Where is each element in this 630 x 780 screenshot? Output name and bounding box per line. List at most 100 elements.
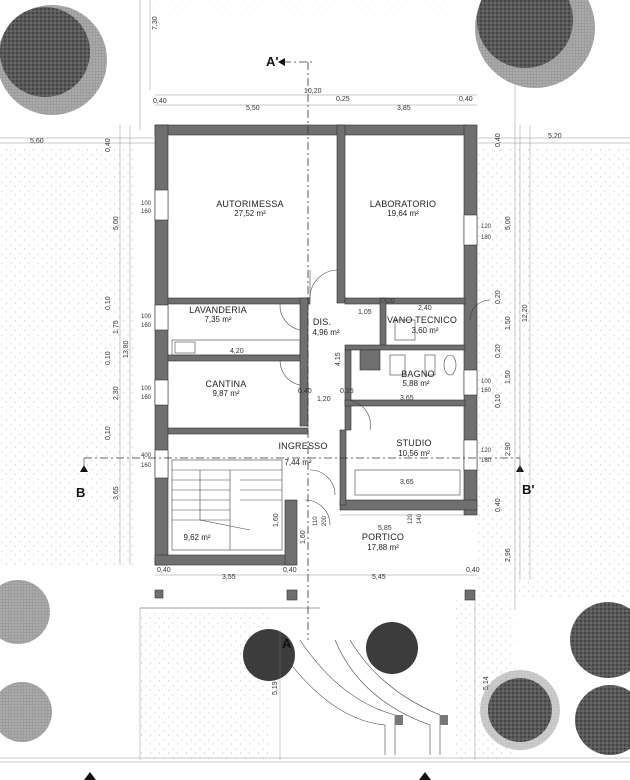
dim-top-385: 3,85 (397, 105, 411, 112)
room-dis-label: DIS. (313, 317, 331, 327)
win-w8: 110 (313, 516, 319, 526)
room-scala-area: 9,62 m² (183, 533, 210, 542)
staircase (171, 459, 283, 551)
dimension-lines (0, 0, 630, 760)
dim-right-040-b: 0,40 (495, 498, 502, 512)
room-studio-area: 10,56 m² (398, 449, 430, 458)
dim-site-519: 5,19 (272, 681, 279, 695)
win-w4b: 160 (141, 395, 152, 401)
dim-left-230: 2,30 (113, 386, 120, 400)
win-w4: 100 (141, 386, 152, 392)
dim-dis-105: 1,05 (358, 309, 372, 316)
room-laboratorio-area: 19,64 m² (387, 209, 419, 218)
win-w6: 100 (481, 379, 492, 385)
fixtures (171, 319, 461, 496)
dim-studio-365: 3,65 (400, 479, 414, 486)
dim-left-365: 3,65 (113, 486, 120, 500)
dim-bottom-040-c: 0,40 (466, 567, 480, 574)
dim-left-175: 1,75 (113, 320, 120, 334)
dim-top-corner: 7,30 (152, 16, 159, 30)
dim-right-150-b: 1,50 (505, 370, 512, 384)
dim-left-560: 5,60 (30, 138, 44, 145)
room-ingresso-label: INGRESSO (278, 441, 327, 451)
room-vano-tecnico-area: 3,60 m² (411, 326, 438, 335)
dim-left-500: 5,00 (113, 216, 120, 230)
dim-left-1380: 13,80 (123, 340, 130, 358)
section-lines (80, 58, 524, 780)
dim-stair-160b: 1,60 (300, 530, 307, 544)
room-lavanderia-area: 7,35 m² (204, 315, 231, 324)
win-w2: 120 (481, 224, 492, 230)
dim-lav-420: 4,20 (230, 348, 244, 355)
dim-bagno-365: 3,65 (400, 395, 414, 402)
tree-left-1-icon (0, 580, 50, 644)
dim-top-total: 10,20 (304, 88, 322, 95)
dim-right-1220: 12,20 (522, 304, 529, 322)
room-ingresso-area: 7,44 m² (284, 458, 311, 467)
dim-portico-585: 5,85 (378, 525, 392, 532)
win-w3: 100 (141, 314, 152, 320)
tree-center-icon (243, 622, 418, 681)
dim-dis-415: 4,15 (335, 352, 342, 366)
dim-bottom-355: 3,55 (222, 574, 236, 581)
doors (279, 269, 491, 526)
dim-site-514: 5,14 (483, 676, 490, 690)
dim-right-520: 5,20 (548, 133, 562, 140)
win-w9: 120 (408, 513, 414, 524)
tree-top-right-icon (475, 0, 595, 88)
room-vano-tecnico-label: VANO TECNICO (387, 315, 457, 325)
windows (154, 189, 478, 479)
win-w8b: 200 (322, 515, 328, 526)
dim-right-296: 2,96 (505, 548, 512, 562)
room-cantina-label: CANTINA (206, 379, 247, 389)
win-w3b: 160 (141, 323, 152, 329)
section-b-right-label: B' (522, 482, 534, 497)
room-bagno-area: 5,88 m² (402, 379, 429, 388)
room-studio-label: STUDIO (396, 438, 431, 448)
dim-bottom-545: 5,45 (372, 574, 386, 581)
win-w9b: 140 (417, 513, 423, 524)
dim-right-150-a: 1,50 (505, 316, 512, 330)
room-autorimessa-label: AUTORIMESSA (216, 199, 284, 209)
dim-right-500: 5,00 (505, 216, 512, 230)
room-dis-area: 4,96 m² (312, 328, 339, 337)
tree-bottom-right-icon (480, 602, 630, 755)
section-b-left-label: B (76, 485, 85, 500)
room-portico-area: 17,88 m² (367, 543, 399, 552)
dim-bottom-040-a: 0,40 (157, 567, 171, 574)
section-a-top-label: A' (266, 54, 278, 69)
dim-top-040-right: 0,40 (459, 96, 473, 103)
tree-top-left-icon (0, 5, 107, 115)
room-laboratorio-label: LABORATORIO (370, 199, 436, 209)
dim-left-010-c: 0,10 (105, 426, 112, 440)
win-w7: 120 (481, 448, 492, 454)
win-w2b: 180 (481, 235, 492, 241)
dim-vano-020: 0,20 (381, 298, 395, 305)
dim-can-040: 0,40 (298, 388, 312, 395)
dim-can-120: 1,20 (317, 396, 331, 403)
tree-left-2-icon (0, 682, 52, 742)
room-bagno-label: BAGNO (401, 369, 435, 379)
dim-right-020-b: 0,20 (495, 344, 502, 358)
win-w7b: 160 (481, 458, 492, 464)
dim-right-010: 0,10 (495, 394, 502, 408)
columns (154, 589, 476, 601)
interior-walls (167, 124, 466, 506)
win-w1b: 160 (141, 209, 152, 215)
dim-left-010-a: 0,10 (105, 296, 112, 310)
dim-right-290: 2,90 (505, 442, 512, 456)
win-w5: 400 (141, 453, 152, 459)
dim-stair-160: 1,60 (273, 513, 280, 527)
win-w1: 100 (141, 201, 152, 207)
site-ground (0, 0, 630, 760)
win-w6b: 160 (481, 388, 492, 394)
dim-bagno-025: 0,25 (340, 388, 354, 395)
dim-bottom-040-b: 0,40 (283, 567, 297, 574)
room-lavanderia-label: LAVANDERIA (189, 305, 247, 315)
win-w5b: 160 (141, 463, 152, 469)
room-autorimessa-area: 27,52 m² (234, 209, 266, 218)
room-portico-label: PORTICO (362, 532, 404, 542)
site-boundaries (0, 0, 630, 763)
